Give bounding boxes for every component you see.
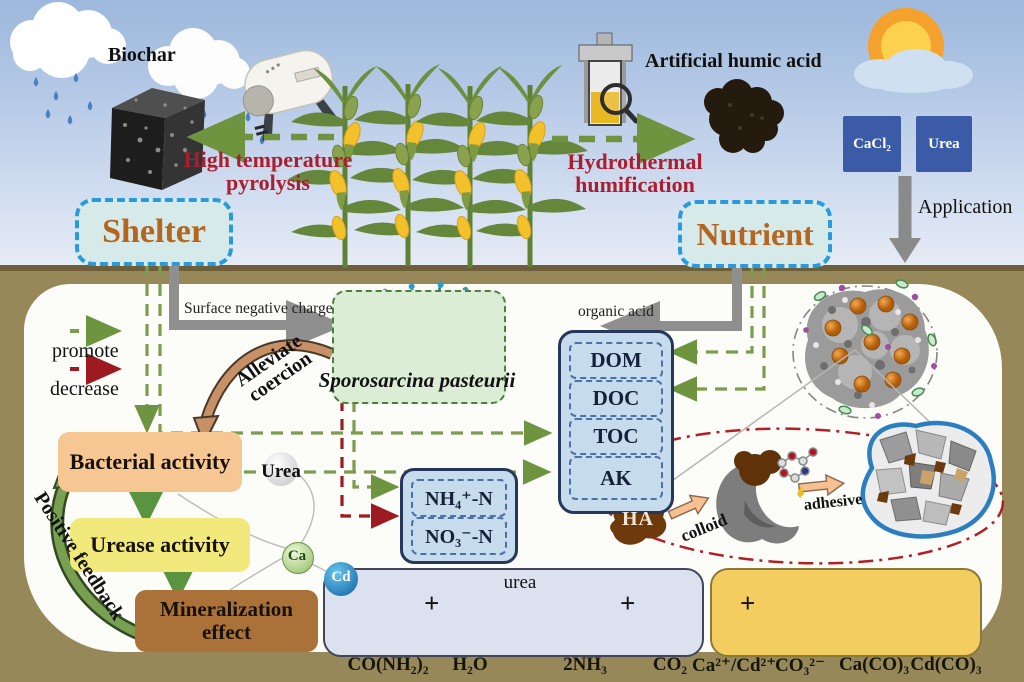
eq2-reactant2-label: CO₃²⁻ [775,655,825,676]
eq1-plus-2: + [620,588,636,618]
bacterium-to-no3-line [340,400,400,529]
magnifier-icon [600,83,632,115]
eq1-arrow-label: urea [503,572,537,593]
application-arrow [889,176,921,263]
aggregate-microbes-icon [813,279,937,415]
organic-molecule-icon [777,447,818,483]
eq1-plus-1: + [424,588,440,618]
pyrolysis-machine-icon [242,49,337,142]
adhesive-spark-icon [797,486,804,498]
doc-box: DOC [569,380,663,417]
surface-charge-arrow [169,264,346,350]
dom-box: DOM [569,342,663,379]
cemented-aggregate [860,420,996,539]
nutrient-box: Nutrient [678,200,832,268]
cacl2-box: CaCl₂ [843,116,901,172]
cd-sphere [324,562,358,596]
organic-acid-label: organic acid [578,303,654,320]
humification-label: Hydrothermal humification [567,149,703,198]
nutrient-label: Nutrient [696,215,814,252]
eq1-product1-label: 2NH₃ [563,654,607,675]
bacterium-card [332,290,506,404]
urease-activity-box: Urease activity [70,518,250,572]
nutrient-to-dom-line [668,266,754,365]
legend-promote-label: promote [52,340,119,362]
alleviate-coercion-arrow [192,339,335,447]
eq1-product2-label: CO₂ [652,654,688,675]
surface-charge-label: Surface negative charge [184,300,333,317]
eq2-reactant1-label: Ca²⁺/Cd²⁺ [692,655,777,676]
legend-decrease-label: decrease [50,378,119,400]
mineralization-box: Mineralization effect [135,590,318,652]
rain-cloud-left [10,2,126,78]
sun-icon [854,8,973,93]
eq2-plus: + [740,588,756,618]
urea-sphere-label: Urea [261,461,301,482]
bacterium-to-nh4-line [352,400,400,500]
nitrogen-box: NH₄⁺-N NO₃⁻-N [400,468,518,564]
cd-sphere-label: Cd [331,569,351,585]
pyrolysis-label: High temperature pyrolysis [183,147,353,196]
shelter-label: Shelter [102,213,206,250]
no3-box: NO₃⁻-N [411,517,507,555]
colloid-arrow [667,494,710,520]
soil-surface-line [0,265,1024,271]
organic-acid-arrow [600,266,742,351]
nutrient-stack-box: DOM DOC TOC AK [558,330,674,514]
application-label: Application [918,196,1013,218]
adhesive-arrow [797,473,846,497]
bacterial-activity-box: Bacterial activity [58,432,242,492]
urea-hydrolysis-panel [323,568,704,657]
ak-box: AK [569,456,663,500]
nutrient-to-doc-line [668,266,766,402]
toc-box: TOC [569,418,663,455]
shelter-box: Shelter [75,198,233,266]
urea-box: Urea [916,116,972,172]
rain-cloud-mid [148,28,250,99]
eq1-reactant2-label: H₂O [452,654,488,675]
urea-sphere [264,452,298,486]
soil-aggregate [647,279,939,499]
colloid-shape [716,450,799,544]
carbonate-panel [710,568,982,657]
humic-acid-blob [704,79,784,153]
eq2-product2-label: Cd(CO)₃ [910,654,982,675]
bacterium-label: Sporosarcina pasteurii [318,368,516,392]
hydrothermal-reactor-icon [578,32,639,126]
ca-sphere [282,542,314,574]
eq2-product1-label: Ca(CO)₃ [838,654,910,675]
eq1-reactant1-label: CO(NH₂)₂ [347,654,429,675]
nh4-box: NH₄⁺-N [411,479,507,517]
biochar-label: Biochar [108,44,176,66]
artificial-humic-acid-label: Artificial humic acid [645,50,822,72]
ha-label: HA [622,508,654,530]
ca-sphere-label: Ca [287,548,307,564]
